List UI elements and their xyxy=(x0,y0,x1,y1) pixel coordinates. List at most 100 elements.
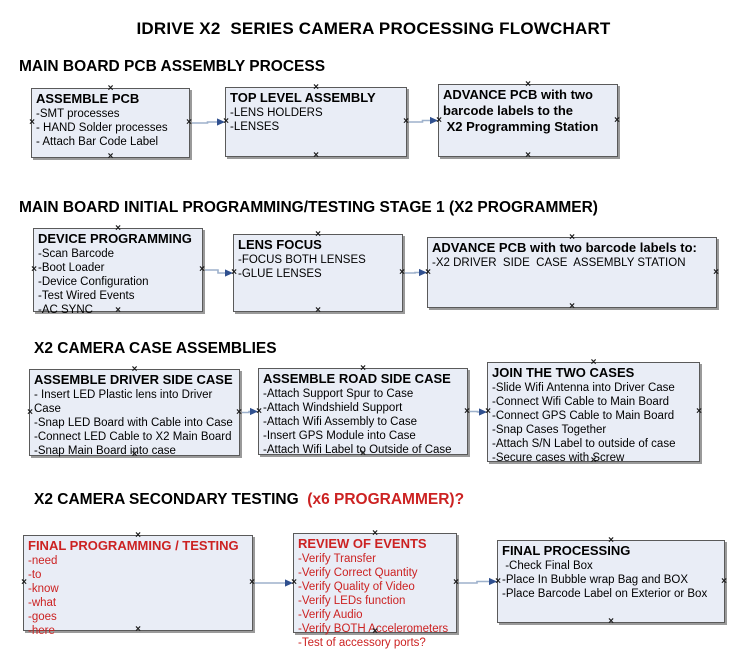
connector-anchor-icon: × xyxy=(485,406,491,417)
connector-anchor-icon: × xyxy=(721,575,727,587)
connector-anchor-icon: × xyxy=(313,150,319,161)
box-item: -Verify Audio xyxy=(298,609,363,621)
connector-anchor-icon: × xyxy=(291,577,297,588)
connector-anchor-icon: × xyxy=(360,448,366,459)
box-title: FINAL PROGRAMMING / TESTING xyxy=(28,538,239,553)
box-item: -LENSES xyxy=(230,121,280,133)
section-heading-text: MAIN BOARD INITIAL PROGRAMMING/TESTING S… xyxy=(19,199,598,216)
connector-anchor-icon: × xyxy=(403,116,409,127)
box-item: -Boot Loader xyxy=(38,262,105,274)
flow-arrow xyxy=(407,116,438,125)
box-item: -Attach S/N Label to outside of case xyxy=(492,438,676,450)
flow-arrow xyxy=(403,268,427,277)
connector-anchor-icon: × xyxy=(399,267,405,278)
box-title: JOIN THE TWO CASES xyxy=(492,365,635,380)
flow-arrow xyxy=(457,577,497,586)
box-item: -Connect Wifi Cable to Main Board xyxy=(492,396,670,408)
flow-arrow xyxy=(190,118,225,126)
box-item: -Verify LEDs function xyxy=(298,595,406,607)
box-item: -Test Wired Events xyxy=(38,290,135,302)
box-title: ASSEMBLE ROAD SIDE CASE xyxy=(263,371,451,386)
flow-box-review-of-events: REVIEW OF EVENTS -Verify Transfer -Verify … xyxy=(291,529,459,650)
connector-anchor-icon: × xyxy=(31,264,37,275)
box-item: -Place In Bubble wrap Bag and BOX xyxy=(502,574,689,586)
box-item: -X2 DRIVER SIDE CASE ASSEMBLY STATION xyxy=(432,257,686,269)
box-item: -Connect LED Cable to X2 Main Board xyxy=(34,431,232,443)
box-item: -Insert GPS Module into Case xyxy=(263,430,416,442)
box-item: -Verify Transfer xyxy=(298,553,376,565)
section-heading-main-board-pcb-assembly-process: MAIN BOARD PCB ASSEMBLY PROCESS xyxy=(19,58,325,76)
flow-box-advance-pcb-with-two-barcode-labels-to-t: ADVANCE PCB with two barcode labels to t… xyxy=(436,80,620,161)
box-title: DEVICE PROGRAMMING xyxy=(38,231,192,246)
flow-arrow xyxy=(240,407,258,416)
section-heading-text: X2 CAMERA SECONDARY TESTING xyxy=(34,491,303,508)
connector-anchor-icon: × xyxy=(436,114,442,126)
connector-anchor-icon: × xyxy=(495,575,501,587)
box-item: - HAND Solder processes xyxy=(36,122,168,134)
connector-anchor-icon: × xyxy=(131,449,138,460)
connector-anchor-icon: × xyxy=(453,577,459,588)
flow-arrow xyxy=(253,579,293,587)
connector-anchor-icon: × xyxy=(608,535,614,546)
box-item: -Place Barcode Label on Exterior or Box xyxy=(502,588,708,600)
box-item: -Device Configuration xyxy=(38,276,149,288)
box-item: -AC SYNC xyxy=(38,304,93,316)
connector-anchor-icon: × xyxy=(231,267,237,278)
connector-anchor-icon: × xyxy=(186,117,192,128)
connector-anchor-icon: × xyxy=(590,455,597,466)
section-heading-text: (x6 PROGRAMMER)? xyxy=(303,491,465,508)
connector-anchor-icon: × xyxy=(525,150,531,161)
box-title: ASSEMBLE PCB xyxy=(36,91,140,106)
flow-box-top-level-assembly: TOP LEVEL ASSEMBLY-LENS HOLDERS-LENSES××… xyxy=(223,83,409,161)
flow-box-join-the-two-cases: JOIN THE TWO CASES -Slide Wifi Antenna in… xyxy=(485,358,702,466)
connector-anchor-icon: × xyxy=(27,406,33,418)
section-heading-main-board-initial-programming-testing-s: MAIN BOARD INITIAL PROGRAMMING/TESTING S… xyxy=(19,199,598,217)
box-item: -Slide Wifi Antenna into Driver Case xyxy=(492,382,675,394)
flow-box-assemble-pcb: ASSEMBLE PCB -SMT processes - HAND Solder … xyxy=(29,84,192,162)
connector-anchor-icon: × xyxy=(525,79,531,90)
connector-anchor-icon: × xyxy=(135,530,141,541)
box-title: REVIEW OF EVENTS xyxy=(298,536,427,551)
connector-anchor-icon: × xyxy=(360,363,366,374)
connector-anchor-icon: × xyxy=(29,117,35,128)
box-item: -SMT processes xyxy=(36,108,120,120)
connector-anchor-icon: × xyxy=(249,577,255,588)
box-item: -Attach Windshield Support xyxy=(263,402,403,414)
connector-anchor-icon: × xyxy=(569,232,575,243)
box-item: -Test of accessory ports? xyxy=(298,637,426,649)
box-item: -Attach Support Spur to Case xyxy=(263,388,414,400)
connector-anchor-icon: × xyxy=(107,151,114,162)
box-item: -FOCUS BOTH LENSES xyxy=(238,254,366,266)
section-heading-text: X2 CAMERA CASE ASSEMBLIES xyxy=(34,340,277,357)
section-heading-x2-camera-secondary-testing: X2 CAMERA SECONDARY TESTING (x6 PROGRAMM… xyxy=(34,491,464,509)
connector-anchor-icon: × xyxy=(590,357,597,368)
flow-box-final-processing: FINAL PROCESSING -Check Final Box-Place … xyxy=(495,536,727,627)
box-item: - Attach Bar Code Label xyxy=(36,136,159,148)
flow-box-device-programming: DEVICE PROGRAMMING-Scan Barcode-Boot Loa… xyxy=(31,224,205,317)
connector-anchor-icon: × xyxy=(713,266,719,278)
page-title: IDRIVE X2 SERIES CAMERA PROCESSING FLOWC… xyxy=(136,19,611,38)
box-item: -here xyxy=(28,625,55,637)
box-item: -Verify BOTH Accelerometers xyxy=(298,623,449,635)
connector-anchor-icon: × xyxy=(223,116,229,127)
box-title: FINAL PROCESSING xyxy=(502,543,631,558)
connector-anchor-icon: × xyxy=(425,266,431,278)
section-heading-text: MAIN BOARD PCB ASSEMBLY PROCESS xyxy=(19,58,326,75)
connector-anchor-icon: × xyxy=(131,364,138,375)
box-item: -Snap Main Board into case xyxy=(34,445,176,457)
box-item: -goes xyxy=(28,611,57,623)
box-item: -to xyxy=(28,569,42,581)
box-item: -Verify Quality of Video xyxy=(298,581,415,593)
connector-anchor-icon: × xyxy=(107,83,114,94)
connector-anchor-icon: × xyxy=(256,405,262,417)
flow-arrow xyxy=(468,408,487,416)
box-item: -LENS HOLDERS xyxy=(230,107,323,119)
connector-anchor-icon: × xyxy=(614,114,620,126)
box-title: ADVANCE PCB with two barcode labels to t… xyxy=(443,87,599,134)
box-item: -need xyxy=(28,555,58,567)
connector-anchor-icon: × xyxy=(315,229,321,240)
connector-anchor-icon: × xyxy=(696,406,702,417)
connector-anchor-icon: × xyxy=(372,528,378,539)
